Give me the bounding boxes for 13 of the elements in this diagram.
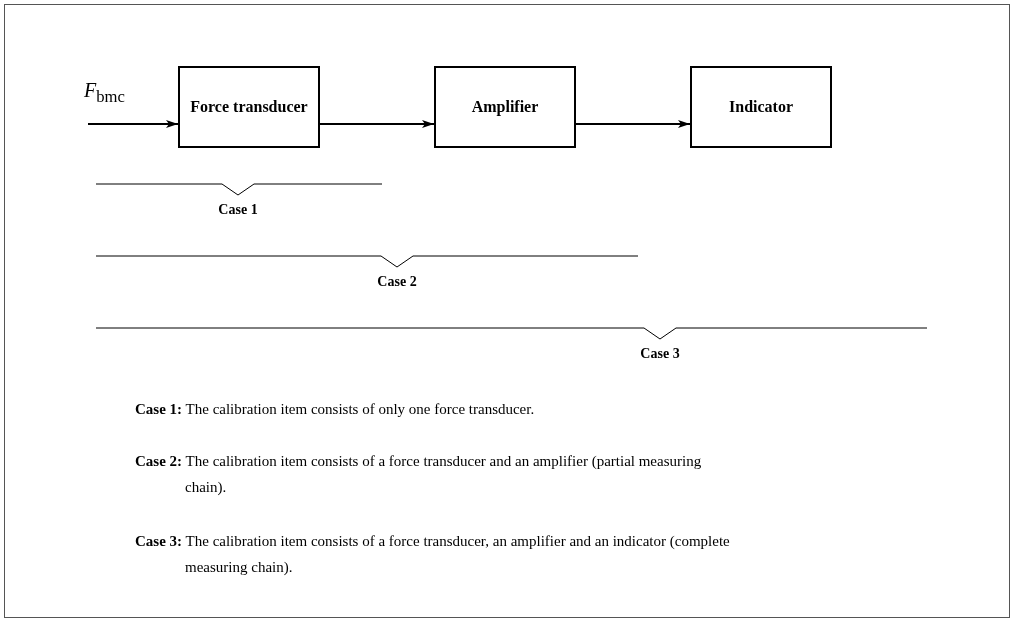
arrow	[575, 120, 691, 128]
process-box: Indicator	[690, 66, 832, 148]
process-box: Force transducer	[178, 66, 320, 148]
arrow	[319, 120, 435, 128]
case-note: Case 2: The calibration item consists of a force transducer and an amplifier (partial measuring chain).	[135, 452, 703, 497]
case-label: Case 3	[640, 346, 680, 362]
process-box: Amplifier	[434, 66, 576, 148]
input-variable-label: F$_{bmc}$	[84, 78, 140, 124]
case-label: Case 2	[377, 274, 417, 290]
arrow	[87, 120, 179, 128]
case-note: Case 1: The calibration item consists of only one force transducer.	[135, 400, 536, 419]
case-note: Case 3: The calibration item consists of a force transducer, an amplifier and an indicator (complete measuring chain).	[135, 532, 731, 577]
case-label: Case 1	[218, 202, 258, 218]
